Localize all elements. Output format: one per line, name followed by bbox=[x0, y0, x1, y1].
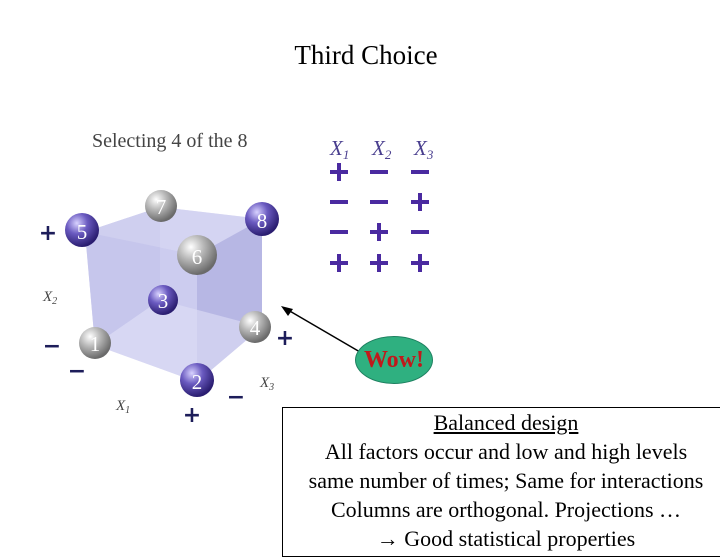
svg-text:8: 8 bbox=[257, 209, 268, 233]
arrow-icon: → bbox=[376, 526, 399, 551]
note-line-orthogonal: Columns are orthogonal. Projections … bbox=[330, 497, 682, 522]
svg-text:7: 7 bbox=[156, 195, 167, 219]
svg-text:2: 2 bbox=[192, 370, 203, 394]
axis-label-x3: X3 bbox=[259, 375, 274, 393]
vertex-2: 2 bbox=[180, 363, 214, 397]
svg-text:3: 3 bbox=[158, 289, 169, 313]
note-heading: Balanced design bbox=[433, 410, 579, 435]
axis-label-x1: X1 bbox=[115, 398, 130, 416]
sign-x2-plus: + bbox=[39, 221, 57, 246]
table-sign-r4-c3 bbox=[411, 254, 429, 272]
sign-x1-plus: + bbox=[183, 403, 201, 428]
vertex-3: 3 bbox=[148, 285, 178, 315]
table-header-x3: X3 bbox=[413, 136, 434, 162]
svg-text:6: 6 bbox=[192, 245, 203, 269]
vertex-6: 6 bbox=[177, 235, 217, 275]
svg-text:4: 4 bbox=[250, 316, 261, 340]
table-sign-r1-c2 bbox=[370, 170, 388, 174]
table-sign-r3-c1 bbox=[330, 230, 348, 234]
vertex-5: 5 bbox=[65, 213, 99, 247]
note-line-factors: All factors occur and low and high level… bbox=[324, 439, 688, 464]
wow-badge: Wow! bbox=[355, 336, 433, 384]
sign-x3-plus: + bbox=[276, 326, 294, 351]
table-header-x1: X1 bbox=[329, 136, 349, 162]
svg-text:5: 5 bbox=[77, 220, 88, 244]
table-sign-r2-c2 bbox=[370, 200, 388, 204]
table-sign-r4-c1 bbox=[330, 254, 348, 272]
cube-top-face bbox=[85, 207, 262, 255]
table-sign-r3-c3 bbox=[411, 230, 429, 234]
vertex-8: 8 bbox=[245, 202, 279, 236]
note-box: Balanced design All factors occur and lo… bbox=[282, 407, 720, 557]
table-sign-r3-c2 bbox=[370, 223, 388, 241]
table-sign-r2-c1 bbox=[330, 200, 348, 204]
sign-x1-minus: − bbox=[68, 359, 86, 384]
vertex-4: 4 bbox=[239, 311, 271, 343]
note-line-interactions: same number of times; Same for interacti… bbox=[308, 468, 704, 493]
slide-title: Third Choice bbox=[294, 40, 438, 70]
table-sign-r4-c2 bbox=[370, 254, 388, 272]
table-sign-r1-c3 bbox=[411, 170, 429, 174]
table-sign-r1-c1 bbox=[330, 163, 348, 181]
svg-text:1: 1 bbox=[90, 332, 101, 356]
axis-label-x2: X2 bbox=[42, 289, 57, 307]
sign-x2-minus: − bbox=[43, 334, 61, 359]
note-line-properties: → Good statistical properties bbox=[376, 526, 636, 551]
table-header-x2: X2 bbox=[371, 136, 392, 162]
vertex-1: 1 bbox=[79, 327, 111, 359]
vertex-7: 7 bbox=[145, 190, 177, 222]
wow-arrow-head bbox=[281, 306, 293, 316]
sign-x3-minus: − bbox=[227, 385, 245, 410]
design-table-signs bbox=[330, 163, 429, 272]
wow-arrow-line bbox=[287, 309, 361, 353]
cube-bottom-face bbox=[95, 300, 262, 382]
table-sign-r2-c3 bbox=[411, 193, 429, 211]
cube-diagram: 1 2 3 4 5 6 7 8 X2 X1 X3 + − − + + − bbox=[39, 136, 434, 428]
cube-caption: Selecting 4 of the 8 bbox=[92, 130, 248, 152]
